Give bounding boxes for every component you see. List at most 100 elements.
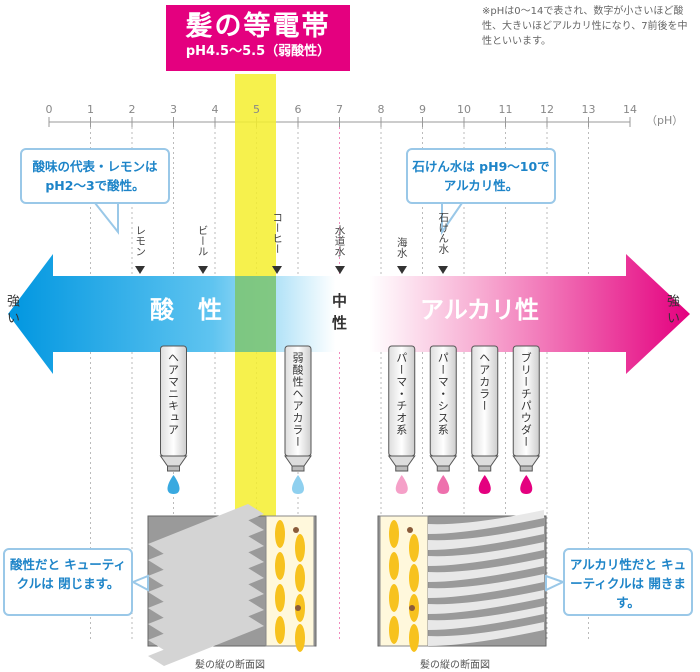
tick-label: 4 [211, 103, 219, 116]
callout-soap: 石けん水は pH9～10でアルカリ性。 [406, 148, 556, 204]
cuticle-scale [428, 510, 544, 534]
isoelectric-overlap [235, 276, 276, 352]
cuticle-scale [428, 526, 544, 550]
product-label: ブリーチパウダー [519, 352, 533, 448]
tick-label: 8 [377, 103, 385, 116]
drop-icon [395, 475, 408, 494]
cuticle-scale [148, 616, 264, 666]
cuticle-scale [428, 574, 544, 598]
hair-section-closed [147, 504, 317, 666]
product-label: ヘアマニキュア [166, 352, 180, 436]
cuticle-scale [148, 584, 264, 634]
ph-band [8, 254, 690, 374]
cuticle-scale [428, 622, 544, 646]
cortex-cell [409, 534, 419, 562]
callout-lemon-tail [92, 202, 119, 235]
cortex-cell [275, 584, 285, 612]
cortex-dot [295, 605, 301, 611]
tick-label: 0 [45, 103, 53, 116]
tick-label: 7 [336, 103, 343, 116]
band-alkali-label: アルカリ性 [420, 296, 540, 324]
callout-acid-hair-tail [130, 574, 149, 592]
band-acid-label: 酸 性 [150, 296, 222, 324]
cortex-area [265, 515, 315, 647]
cuticle-scale [148, 600, 264, 650]
tick-label: 13 [581, 103, 596, 116]
cuticle-scale [428, 606, 544, 630]
hair-sections [130, 504, 566, 666]
marker-label: 石けん水 [437, 212, 450, 254]
tube-cap [436, 465, 450, 472]
drop-icon [292, 475, 304, 494]
cortex-cell [295, 564, 305, 592]
marker-label: コーヒー [271, 212, 284, 254]
product-label: パーマ・シス系 [436, 352, 450, 436]
tube-cap [167, 465, 180, 472]
product-tube [387, 345, 416, 494]
marker-label: ビール [196, 224, 209, 257]
marker-label: レモン [134, 224, 147, 257]
cortex-cell [295, 624, 305, 652]
tube-neck [159, 455, 188, 467]
callout-alkali-hair-text: アルカリ性だと キューティクルは 開きます。 [569, 557, 687, 610]
ph-band-arrow [8, 254, 690, 374]
title-sub: pH4.5～5.5（弱酸性） [185, 44, 331, 59]
tube-cap [395, 465, 409, 472]
tube-neck [429, 455, 458, 467]
cortex-dot [409, 605, 415, 611]
cuticle-scale [428, 590, 544, 614]
drop-icon [478, 475, 491, 494]
drop-icon [167, 475, 180, 494]
cortex-dot [407, 527, 413, 533]
cortex-cell [275, 552, 285, 580]
marker-arrow [396, 266, 407, 274]
cortex-cell [409, 624, 419, 652]
cuticle-scale [148, 536, 264, 586]
marker-label: 海水 [395, 237, 408, 258]
cortex-dot [293, 527, 299, 533]
drop-icon [437, 475, 450, 494]
cuticle-scale [148, 552, 264, 602]
cortex-cell [409, 564, 419, 592]
tick-label: 11 [498, 103, 513, 116]
cuticle-scale [148, 504, 264, 554]
cortex-cell [389, 616, 399, 644]
tube-neck [284, 455, 312, 467]
callout-lemon-text: 酸味の代表・レモンは pH2～3で酸性。 [32, 159, 158, 193]
marker-arrow [272, 266, 283, 274]
cuticle-scale [428, 542, 544, 566]
tube-cap [478, 465, 492, 472]
product-label: ヘアカラー [477, 352, 491, 412]
cuticle-scale [148, 520, 264, 570]
cortex-cell [275, 520, 285, 548]
callout-acid-hair: 酸性だと キューティクルは 閉じます。 [3, 548, 133, 616]
tick-label: 2 [128, 103, 136, 116]
product-tube [470, 345, 499, 494]
marker-arrow [197, 266, 208, 274]
strong-left-label: 強い [4, 294, 19, 328]
tube-cap [519, 465, 533, 472]
caption-right: 髪の縦の断面図 [420, 660, 490, 671]
product-tube [159, 345, 188, 494]
title-main: 髪の等電帯 [185, 11, 331, 42]
tick-label: 14 [623, 103, 637, 116]
cortex-cell [389, 552, 399, 580]
band-neutral-label: 中性 [332, 292, 348, 332]
caption-left: 髪の縦の断面図 [195, 660, 265, 671]
cortex-cell [275, 616, 285, 644]
callout-alkali-hair-tail [545, 574, 566, 592]
cuticle-scale [428, 558, 544, 582]
cuticle-scale [148, 568, 264, 618]
product-tubes [159, 345, 541, 494]
hair-section-open [377, 510, 547, 652]
title-box: 髪の等電帯 pH4.5～5.5（弱酸性） [166, 5, 350, 71]
product-tube [512, 345, 541, 494]
product-tube [284, 345, 312, 494]
callout-lemon: 酸味の代表・レモンは pH2～3で酸性。 [20, 148, 170, 204]
tube-neck [470, 455, 499, 467]
ph-unit: （pH） [646, 114, 684, 127]
drop-icon [520, 475, 533, 494]
tube-neck [387, 455, 416, 467]
